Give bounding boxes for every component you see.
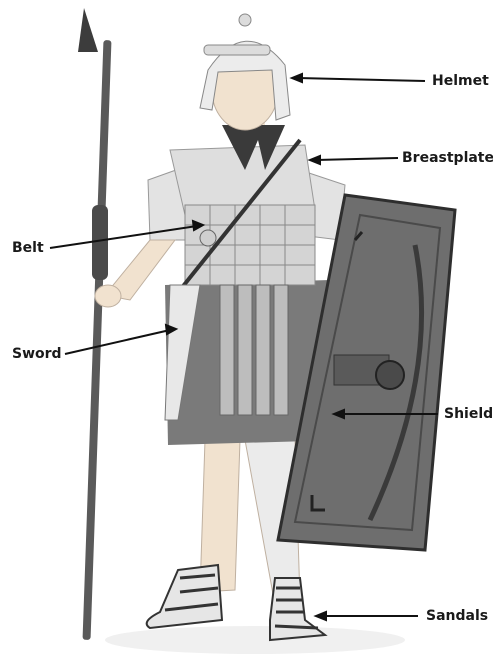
hand [95, 285, 121, 307]
sword-pommel [200, 230, 216, 246]
label-shield: Shield [444, 407, 493, 421]
label-sword: Sword [12, 347, 62, 361]
label-helmet: Helmet [432, 74, 489, 88]
label-breastplate: Breastplate [402, 151, 493, 165]
sword-leader [65, 330, 170, 354]
spear [78, 8, 111, 640]
breastplate-leader [316, 158, 398, 160]
helmet-leader [298, 78, 425, 81]
label-sandals: Sandals [426, 609, 488, 623]
label-belt: Belt [12, 241, 44, 255]
ground-shadow [105, 626, 405, 654]
